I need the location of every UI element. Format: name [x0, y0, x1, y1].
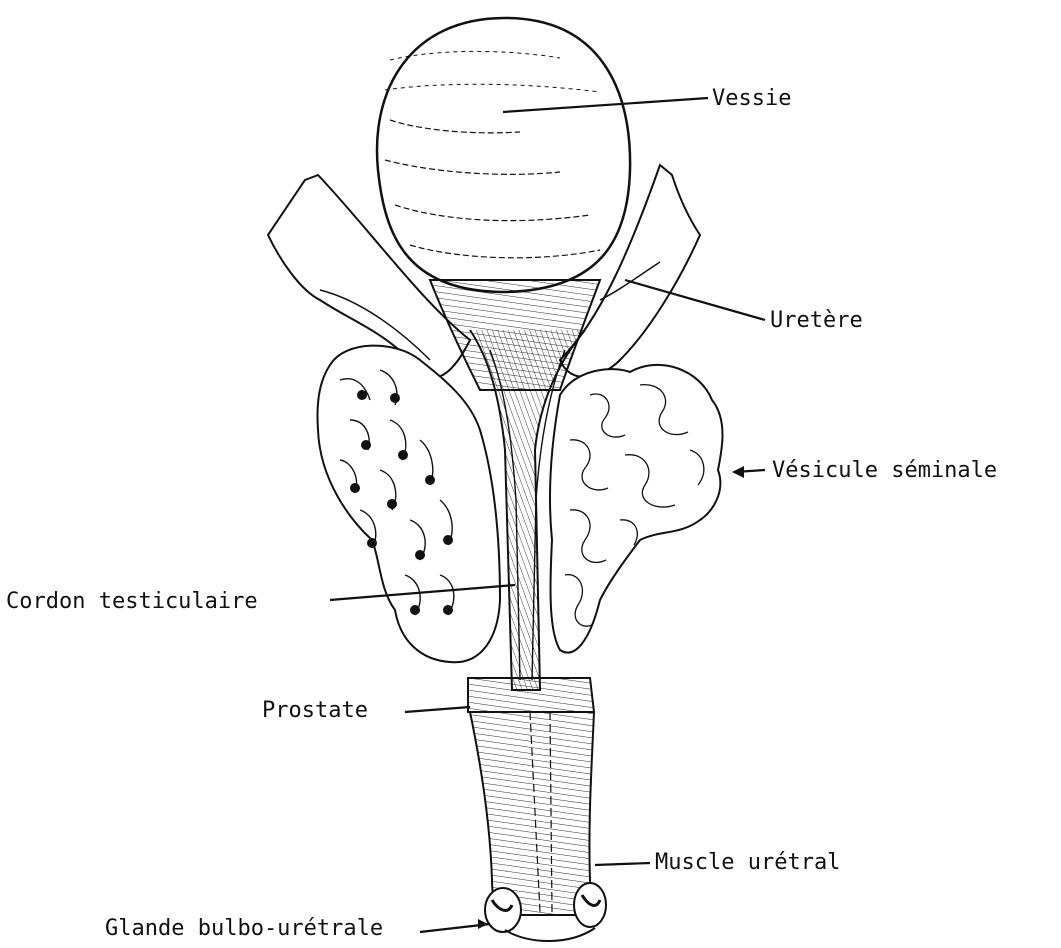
right-seminal-vesicle	[550, 365, 722, 653]
leader-prostate	[405, 707, 470, 712]
label-muscle-uretral: Muscle urétral	[655, 852, 840, 874]
label-vesicule-seminale: Vésicule séminale	[772, 460, 997, 482]
label-vessie: Vessie	[712, 88, 791, 110]
left-gland	[318, 346, 501, 663]
bladder	[377, 18, 630, 292]
label-glande-bulbo-uretrale: Glande bulbo-urétrale	[105, 918, 383, 940]
label-cordon-testiculaire: Cordon testiculaire	[6, 591, 258, 613]
leader-muscle	[595, 863, 650, 865]
prostate	[468, 678, 594, 712]
label-uretere: Uretère	[770, 310, 863, 332]
urethral-muscle	[470, 712, 594, 915]
label-prostate: Prostate	[262, 700, 368, 722]
